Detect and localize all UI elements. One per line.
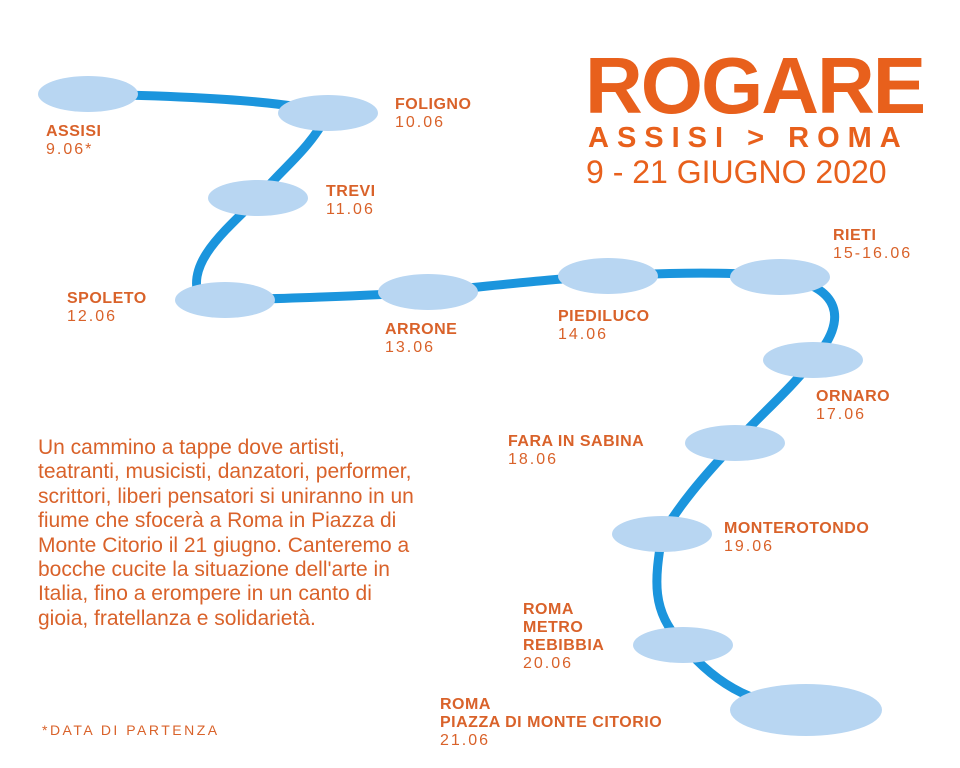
footnote: *DATA DI PARTENZA <box>42 722 220 738</box>
stop-name: ARRONE <box>385 321 458 338</box>
stop-marker <box>278 95 378 131</box>
stop-marker <box>763 342 863 378</box>
description-text: Un cammino a tappe dove artisti, teatran… <box>38 436 414 630</box>
stop-marker <box>558 258 658 294</box>
stop-date: 20.06 <box>523 655 574 672</box>
stop-date: 13.06 <box>385 339 436 356</box>
stop-name: PIEDILUCO <box>558 308 650 325</box>
stop-marker <box>175 282 275 318</box>
stop-marker <box>378 274 478 310</box>
stop-marker <box>208 180 308 216</box>
stop-name: ROMA <box>523 601 574 618</box>
event-dates: 9 - 21 GIUGNO 2020 <box>586 154 887 190</box>
stop-date: 9.06* <box>46 141 94 158</box>
stop-name: RIETI <box>833 227 877 244</box>
stop-name: ASSISI <box>46 123 102 140</box>
stop-date: 18.06 <box>508 451 559 468</box>
stop-name: METRO <box>523 619 584 636</box>
stop-date: 12.06 <box>67 308 118 325</box>
stop-marker <box>685 425 785 461</box>
stop-marker <box>612 516 712 552</box>
stop-name: SPOLETO <box>67 290 147 307</box>
stop-name: TREVI <box>326 183 376 200</box>
stop-name: REBIBBIA <box>523 637 605 654</box>
stop-name: FOLIGNO <box>395 96 472 113</box>
stop-date: 10.06 <box>395 114 446 131</box>
poster-title: ROGARE <box>585 41 926 130</box>
stop-date: 19.06 <box>724 538 775 555</box>
stop-name: MONTEROTONDO <box>724 520 870 537</box>
stop-marker <box>38 76 138 112</box>
stop-name: FARA IN SABINA <box>508 433 645 450</box>
stop-date: 21.06 <box>440 732 491 749</box>
stop-date: 14.06 <box>558 326 609 343</box>
stop-marker <box>730 684 882 736</box>
stop-date: 17.06 <box>816 406 867 423</box>
stop-name: PIAZZA DI MONTE CITORIO <box>440 714 663 731</box>
stop-date: 15-16.06 <box>833 245 913 262</box>
stop-marker <box>633 627 733 663</box>
route-subtitle: ASSISI > ROMA <box>588 122 909 154</box>
stop-name: ROMA <box>440 696 491 713</box>
stop-date: 11.06 <box>326 201 375 218</box>
stop-name: ORNARO <box>816 388 891 405</box>
stop-marker <box>730 259 830 295</box>
